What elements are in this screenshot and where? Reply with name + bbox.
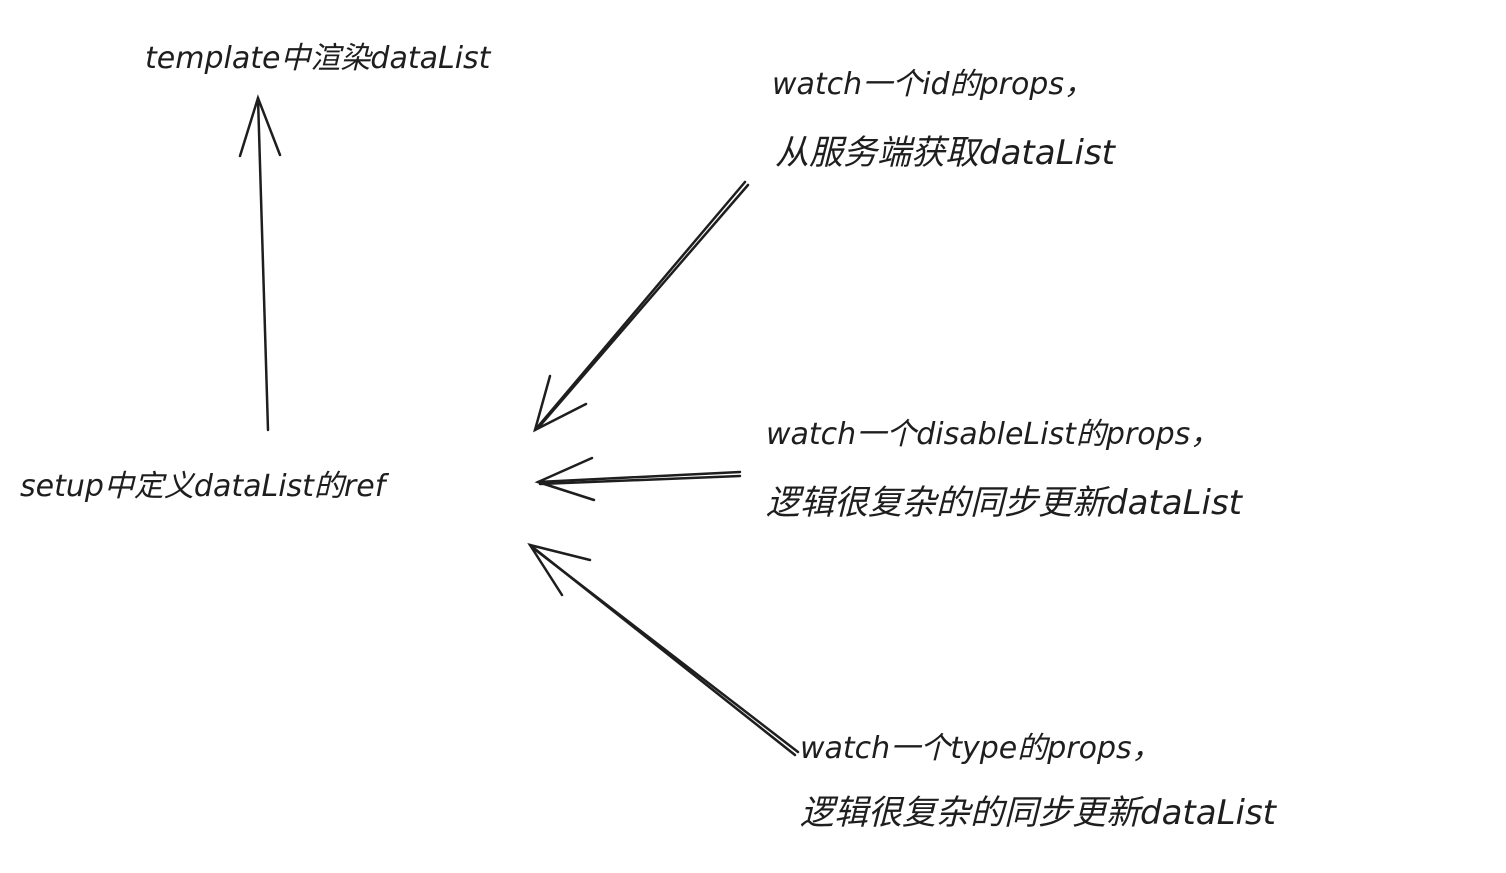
- node-watch-id-line1: watch一个id的props，: [772, 67, 1094, 102]
- node-watch-disable-line1: watch一个disableList的props，: [766, 417, 1221, 452]
- arrow-watch-type-to-setup: [527, 543, 800, 757]
- node-setup: setup中定义dataList的ref: [20, 469, 386, 504]
- node-watch-type-line1: watch一个type的props，: [800, 731, 1162, 766]
- arrow-setup-to-template: [238, 94, 282, 432]
- node-template: template中渲染dataList: [145, 41, 491, 76]
- arrow-watch-id-to-setup: [533, 180, 750, 433]
- node-watch-id-line2: 从服务端获取dataList: [775, 133, 1116, 173]
- node-watch-type-line2: 逻辑很复杂的同步更新dataList: [800, 793, 1277, 833]
- node-watch-disable-line2: 逻辑很复杂的同步更新dataList: [766, 483, 1243, 523]
- arrow-watch-disable-to-setup: [534, 456, 742, 502]
